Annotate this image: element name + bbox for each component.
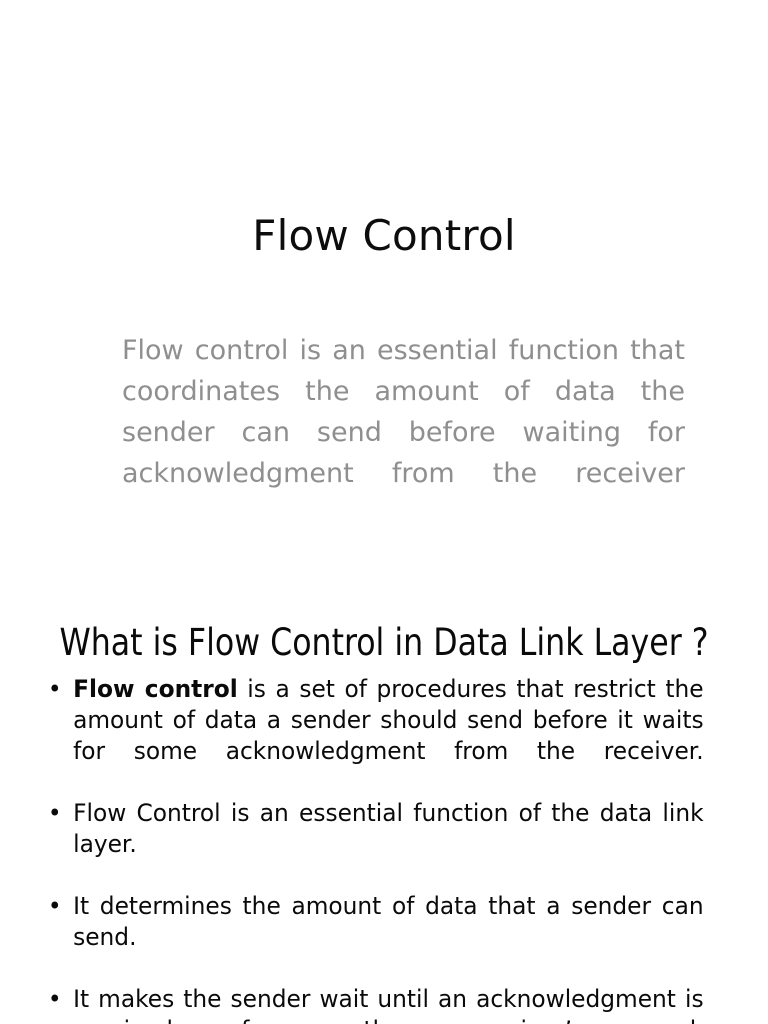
list-item-text: Flow control is a set of procedures that… xyxy=(73,674,704,798)
list-item-body: It makes the sender wait until an acknow… xyxy=(73,985,704,1024)
list-item: • Flow control is a set of procedures th… xyxy=(44,674,704,798)
list-item-body: Flow Control is an essential function of… xyxy=(73,799,704,858)
page-title: Flow Control xyxy=(252,211,516,260)
list-item: • It determines the amount of data that … xyxy=(44,891,704,984)
list-item-body: It determines the amount of data that a … xyxy=(73,892,704,951)
list-item-text: It determines the amount of data that a … xyxy=(73,891,704,984)
list-item: • It makes the sender wait until an ackn… xyxy=(44,984,704,1024)
list-item-body: is a set of procedures that restrict the… xyxy=(73,675,704,765)
bullet-marker-icon: • xyxy=(47,799,62,827)
list-item: • Flow Control is an essential function … xyxy=(44,798,704,891)
bullet-marker-icon: • xyxy=(47,985,62,1013)
list-item-bold-lead: Flow control xyxy=(73,675,238,703)
slide-subtitle-paragraph: Flow control is an essential function th… xyxy=(122,335,685,489)
section-heading: What is Flow Control in Data Link Layer … xyxy=(59,621,709,664)
bullet-list: • Flow control is a set of procedures th… xyxy=(44,674,724,1024)
list-item-text: Flow Control is an essential function of… xyxy=(73,798,704,891)
bullet-marker-icon: • xyxy=(47,675,62,703)
bullet-marker-icon: • xyxy=(47,892,62,920)
list-item-text: It makes the sender wait until an acknow… xyxy=(73,984,704,1024)
